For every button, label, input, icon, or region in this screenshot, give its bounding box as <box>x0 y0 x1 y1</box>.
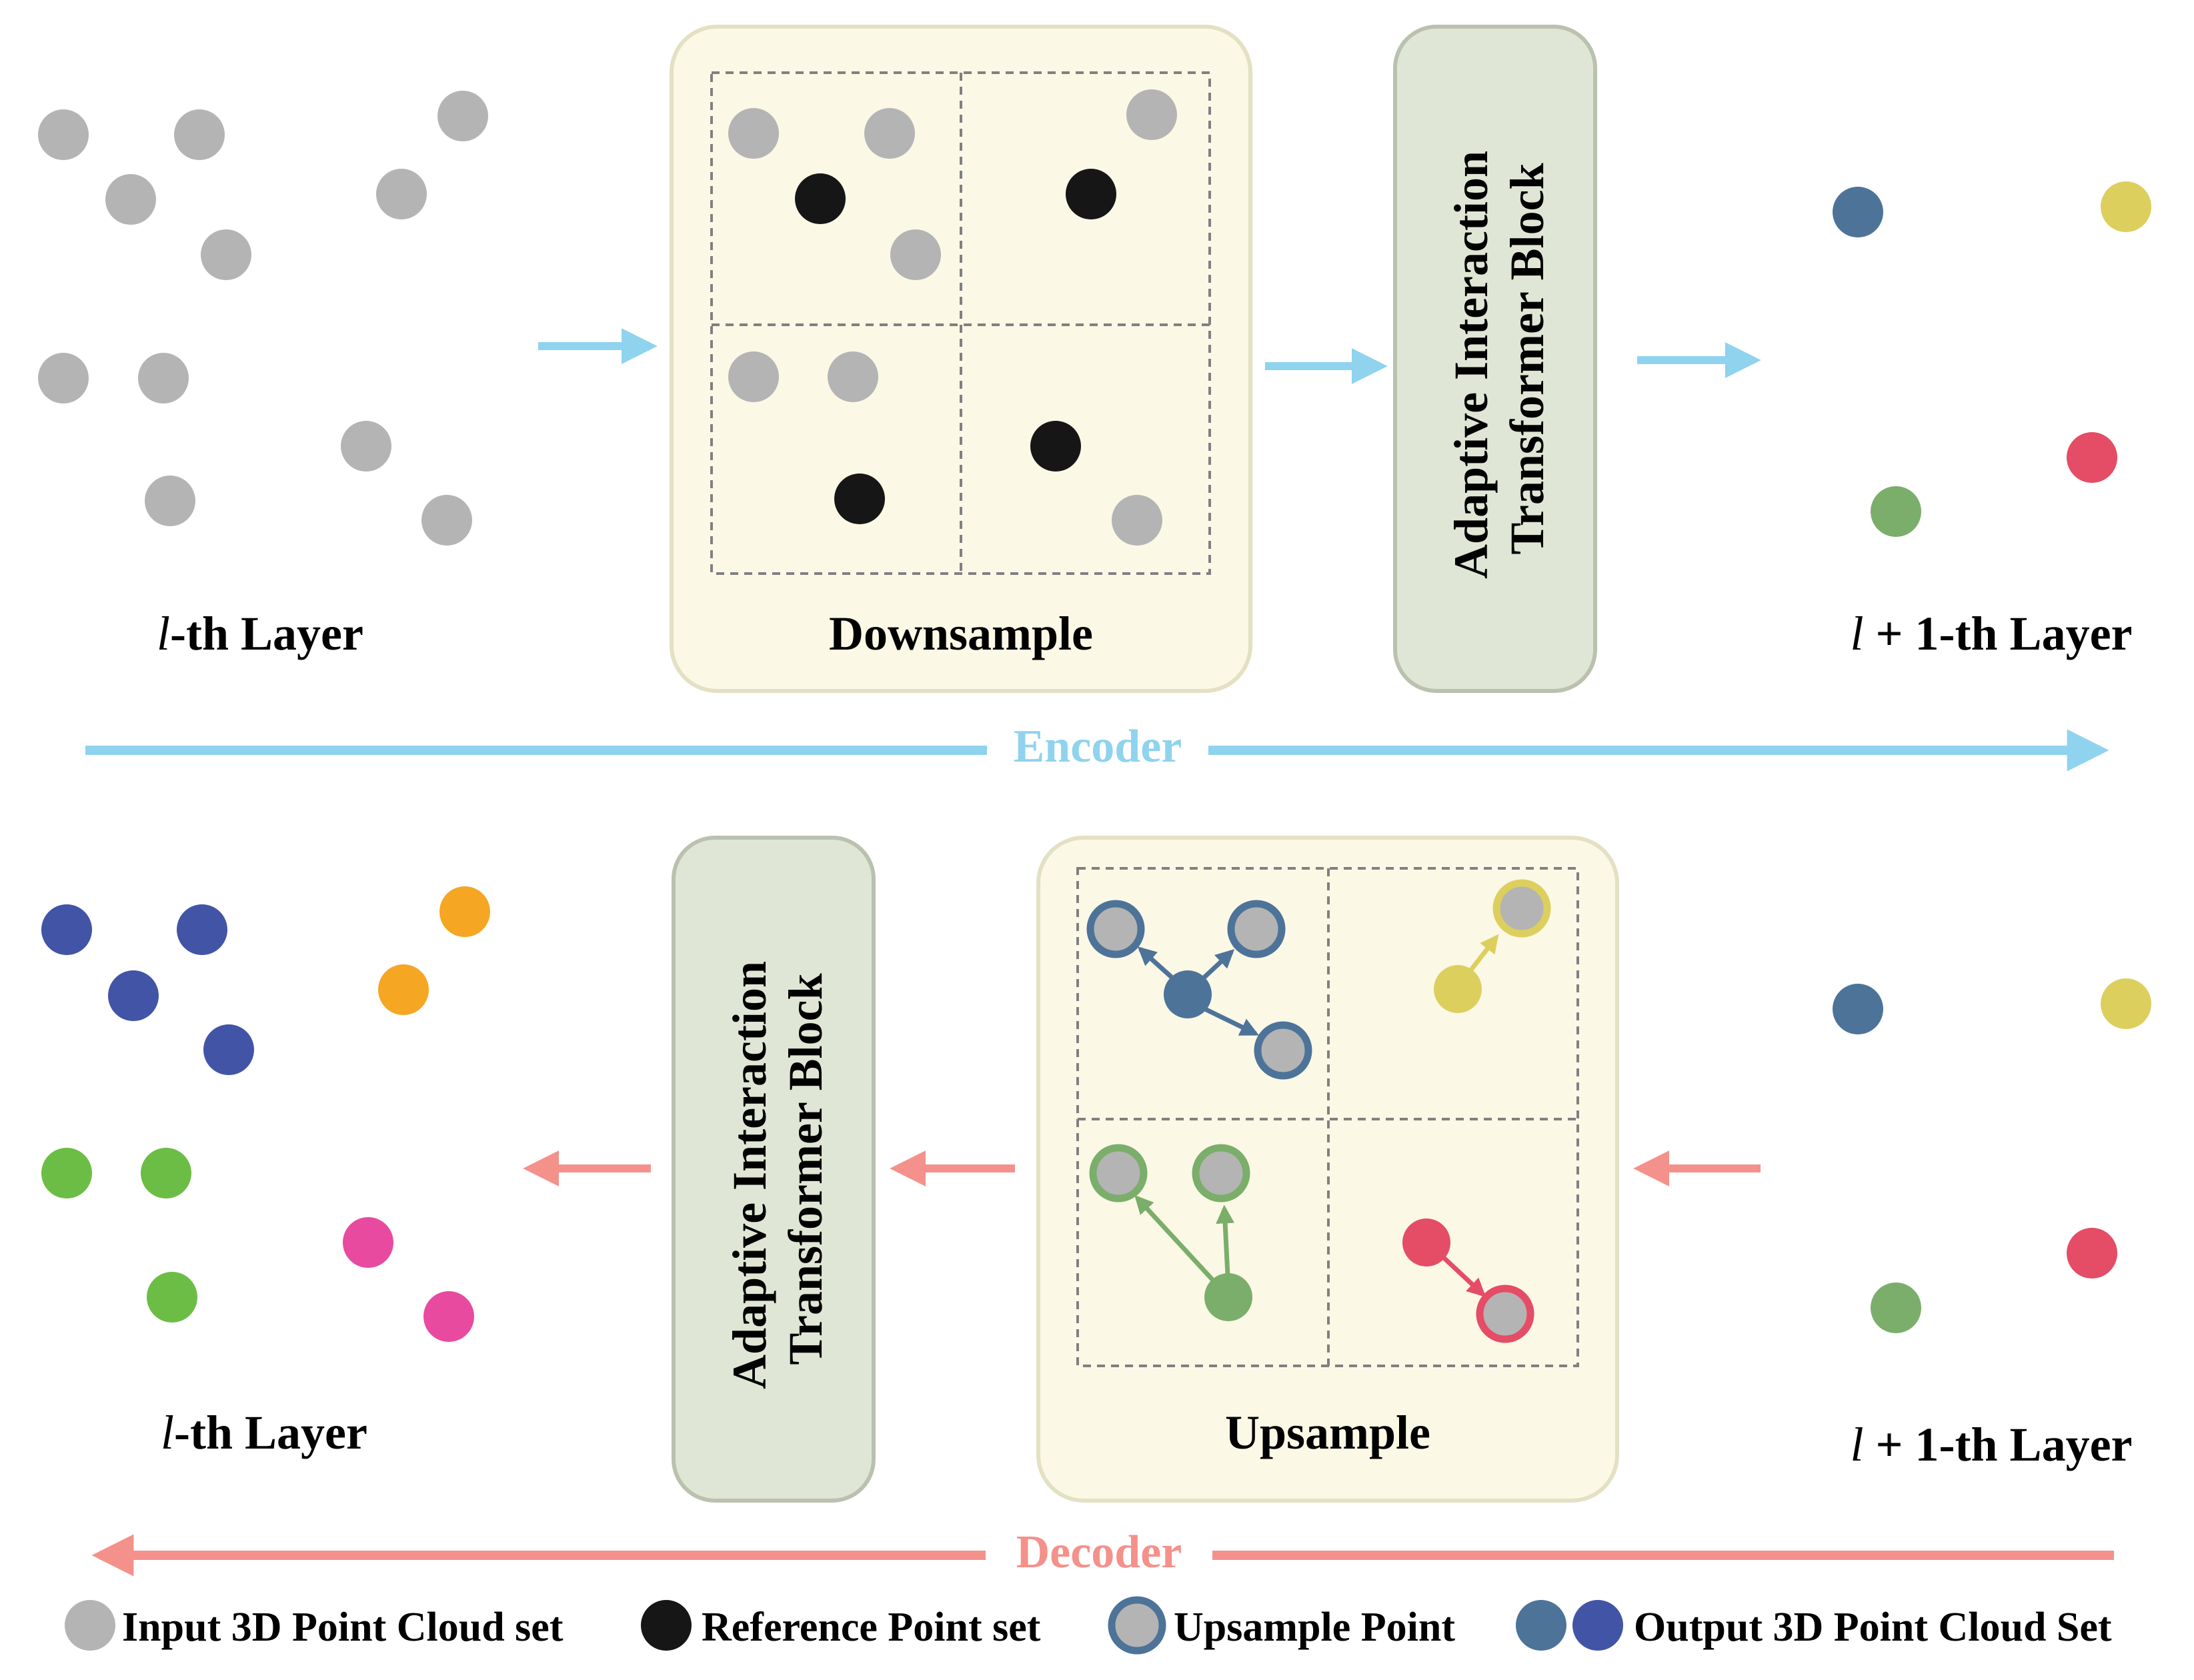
encoder-transformer-block: Adaptive Interaction Transformer Block <box>1393 25 1597 693</box>
legend-output-label: Output 3D Point Cloud Set <box>1634 1605 2112 1650</box>
encoder-output-layer-label: l + 1-th Layer <box>1851 607 2133 660</box>
legend-output-swatch-1 <box>1516 1600 1566 1651</box>
encoder-input-point-cloud <box>38 91 488 546</box>
legend: Input 3D Point Cloud set Reference Point… <box>65 1596 2112 1655</box>
svg-text:Adaptive Interaction Tra: Adaptive Interaction Transformer Block <box>1444 139 1554 579</box>
legend-upsample-swatch <box>1108 1596 1166 1655</box>
encoder-input-layer-label: l-th Layer <box>157 607 363 660</box>
reference-point <box>1066 169 1116 219</box>
svg-text:Adaptive Interaction Tra: Adaptive Interaction Transformer Block <box>723 949 832 1389</box>
encoder-flow-label: Encoder <box>1014 721 1182 772</box>
legend-input-label: Input 3D Point Cloud set <box>122 1605 564 1650</box>
downsample-grid <box>710 71 1211 575</box>
decoder-input-point-cloud <box>1833 978 2151 1333</box>
decoder-output-point-cloud <box>41 886 490 1342</box>
reference-point <box>834 474 885 524</box>
upsample-blue-cluster <box>1086 900 1312 1080</box>
decoder-output-layer-label: l-th Layer <box>161 1406 367 1459</box>
downsample-label: Downsample <box>829 607 1093 660</box>
decoder-block-title-line1: Adaptive Interaction <box>723 961 776 1389</box>
decoder-block-title-line2: Transformer Block <box>779 973 832 1365</box>
encoder-output-point-cloud <box>1833 181 2151 537</box>
legend-input-swatch <box>65 1600 115 1651</box>
encoder-block-title-line2: Transformer Block <box>1500 163 1554 554</box>
downsample-box <box>670 25 1252 693</box>
legend-upsample-label: Upsample Point <box>1174 1605 1455 1650</box>
decoder-flow-label: Decoder <box>1016 1527 1182 1578</box>
reference-point <box>795 173 846 224</box>
upsample-yellow-cluster <box>1434 879 1551 1013</box>
encoder-block-title-line1: Adaptive Interaction <box>1444 151 1498 579</box>
decoder-input-layer-label: l + 1-th Layer <box>1851 1418 2133 1471</box>
decoder-transformer-block: Adaptive Interaction Transformer Block <box>672 836 876 1503</box>
upsample-green-cluster <box>1089 1144 1252 1321</box>
upsample-box <box>1036 836 1619 1503</box>
legend-reference-label: Reference Point set <box>702 1605 1041 1650</box>
legend-output-swatch-2 <box>1572 1600 1623 1651</box>
legend-reference-swatch <box>641 1600 692 1651</box>
reference-point <box>1030 421 1081 472</box>
upsample-red-cluster <box>1402 1218 1534 1343</box>
upsample-label: Upsample <box>1225 1406 1430 1459</box>
